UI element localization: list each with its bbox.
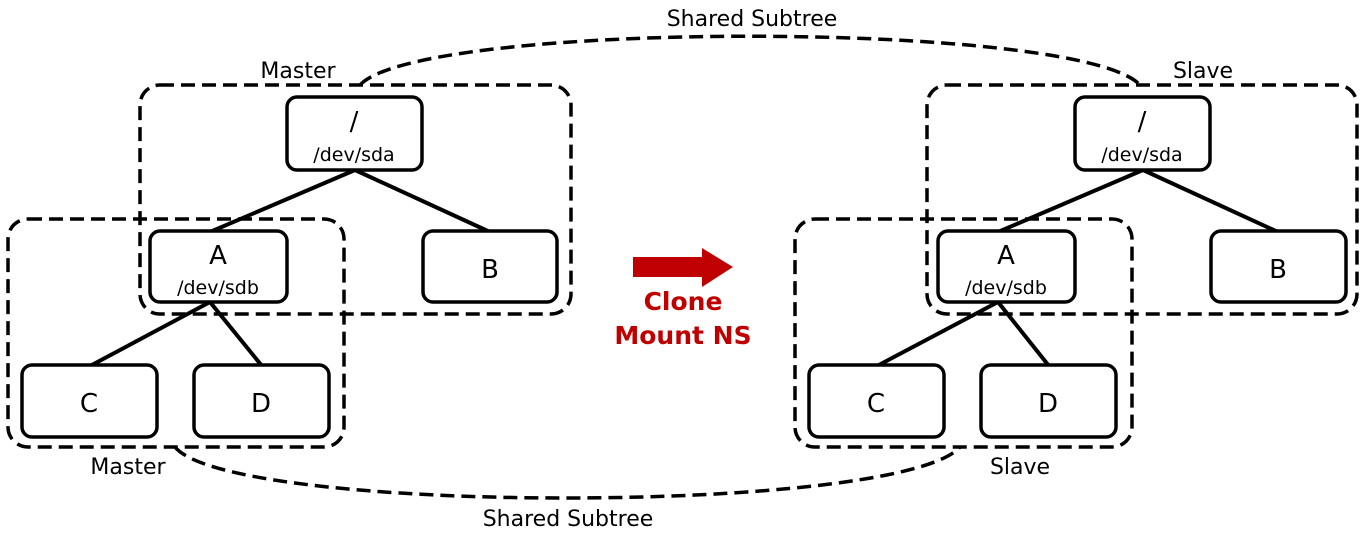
svg-text:A: A [209,241,227,271]
slave-label-bottom: Slave [990,455,1050,480]
shared-subtree-arc-top [358,34,1142,87]
svg-text:B: B [481,255,499,285]
master-label-top: Master [260,59,336,84]
svg-text:/dev/sdb: /dev/sdb [177,277,259,299]
node-c: C [807,363,946,439]
mount-ns-label: Mount NS [614,321,751,350]
svg-text:D: D [1038,389,1058,419]
svg-text:/dev/sda: /dev/sda [1101,144,1182,166]
svg-text:C: C [867,389,885,419]
svg-text:B: B [1269,255,1287,285]
slave-group-outer [925,83,1359,316]
master-group-outer [138,83,573,316]
node-b: B [421,229,559,304]
node-d: D [979,363,1118,439]
right-tree: Slave Slave / /dev/sda A /dev/sdb B C D [793,59,1359,480]
master-label-bottom: Master [90,455,166,480]
master-group-inner [6,217,346,449]
node-root: / /dev/sda [1073,95,1212,172]
shared-subtree-arc-bottom [173,445,962,500]
svg-text:/: / [1138,107,1147,137]
left-tree: Master Master / /dev/sda A /dev/sdb B C … [6,59,573,480]
svg-text:C: C [80,389,98,419]
node-a: A /dev/sdb [148,229,289,304]
svg-text:/: / [350,107,359,137]
svg-text:D: D [251,389,271,419]
svg-text:A: A [997,241,1015,271]
svg-text:/dev/sda: /dev/sda [313,144,394,166]
shared-subtree-label-bottom: Shared Subtree [483,507,654,532]
clone-arrow: Clone Mount NS [614,248,752,350]
shared-subtree-label-top: Shared Subtree [667,7,838,32]
node-c: C [20,363,159,439]
svg-text:/dev/sdb: /dev/sdb [965,277,1047,299]
slave-group-inner [793,217,1134,449]
node-a: A /dev/sdb [936,229,1077,304]
node-b: B [1209,229,1348,304]
node-d: D [192,363,331,439]
slave-label-top: Slave [1173,59,1233,84]
node-root: / /dev/sda [285,95,424,172]
arrow-right-icon [633,248,733,287]
clone-label: Clone [644,287,723,316]
